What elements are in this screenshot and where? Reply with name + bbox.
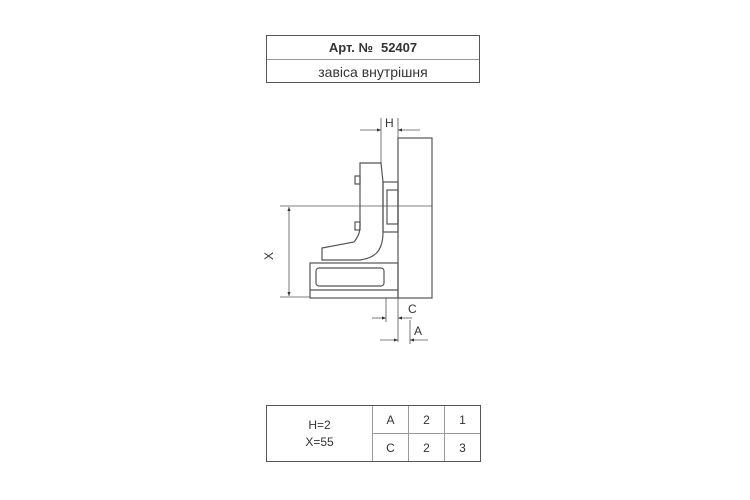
dim-label-h: H xyxy=(385,116,394,130)
product-name: завіса внутрішня xyxy=(318,63,428,80)
param-values: H=2 X=55 xyxy=(267,406,373,461)
dim-label-c: C xyxy=(408,302,417,316)
mounting-plate-slot xyxy=(315,267,385,287)
param-h: H=2 xyxy=(308,417,331,432)
param-x: X=55 xyxy=(305,434,334,449)
article-row: Арт. № 52407 xyxy=(267,36,479,60)
param-row-a: A 2 1 xyxy=(373,406,480,433)
article-header: Арт. № 52407 завіса внутрішня xyxy=(266,35,480,83)
param-cell: 2 xyxy=(408,434,444,461)
article-number: 52407 xyxy=(380,40,418,55)
param-cell: 3 xyxy=(444,434,480,461)
hinge-outline xyxy=(309,137,433,299)
param-cell: 1 xyxy=(444,406,480,433)
dimension-lines xyxy=(280,118,432,344)
door-panel xyxy=(397,137,433,299)
dim-label-a: A xyxy=(414,324,422,338)
mounting-plate xyxy=(309,262,399,299)
hinge-lug-top xyxy=(354,175,361,185)
hinge-lug-bottom xyxy=(354,221,361,231)
param-cell: 2 xyxy=(408,406,444,433)
hinge-arm xyxy=(321,162,384,261)
article-label: Арт. № xyxy=(328,40,373,55)
param-cell: A xyxy=(386,412,395,427)
param-grid: A 2 1 C 2 3 xyxy=(373,406,480,461)
parameters-table: H=2 X=55 A 2 1 C 2 3 xyxy=(266,405,481,462)
param-row-c: C 2 3 xyxy=(373,433,480,461)
hinge-cup-inner xyxy=(386,189,399,225)
dim-label-x: X xyxy=(262,252,276,260)
param-cell: C xyxy=(386,440,395,455)
